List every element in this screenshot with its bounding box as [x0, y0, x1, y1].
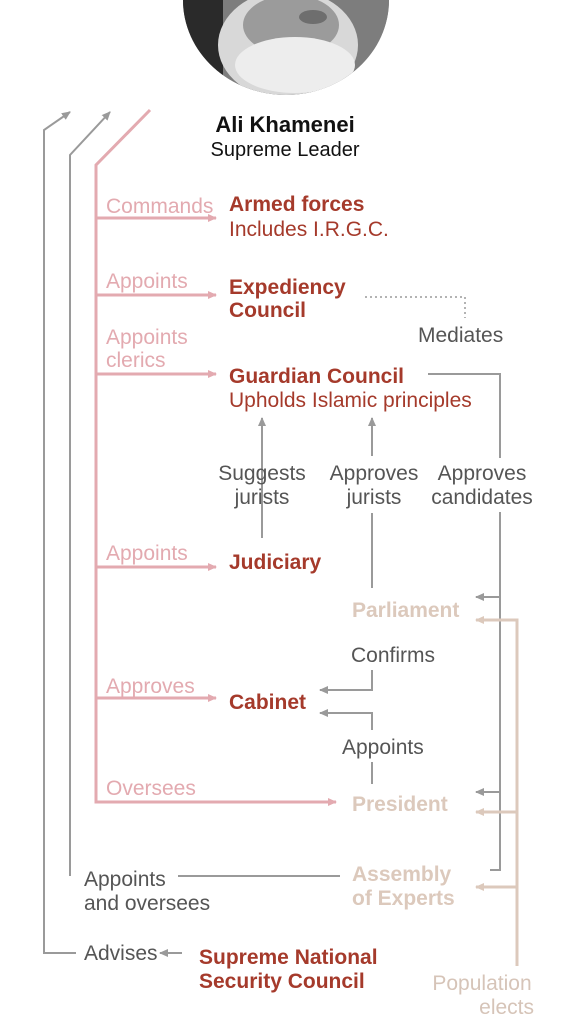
leader-title: Supreme Leader	[210, 139, 360, 161]
relation-appoints-oversees-line1: Appoints	[84, 868, 166, 891]
snsc-line2: Security Council	[199, 970, 365, 993]
relation-approves-cabinet: Approves	[106, 675, 195, 698]
relation-suggests-jurists-line2: jurists	[234, 486, 290, 509]
relation-approves-candidates-line2: candidates	[431, 486, 533, 509]
feedback-lines	[43, 111, 340, 957]
leader-trunk	[94, 108, 337, 806]
relation-confirms: Confirms	[351, 644, 436, 667]
relation-appoints-clerics-line1: Appoints	[106, 326, 188, 349]
armed-forces-sub: Includes I.R.G.C.	[229, 218, 389, 241]
armed-forces-name: Armed forces	[229, 193, 365, 216]
portrait-illustration	[183, 0, 389, 95]
relation-advises: Advises	[84, 942, 158, 965]
relation-suggests-jurists-line1: Suggests	[218, 462, 306, 485]
relation-president-appoints: Appoints	[342, 736, 424, 759]
relation-oversees-president: Oversees	[106, 777, 196, 800]
guardian-council-sub: Upholds Islamic principles	[229, 389, 472, 412]
relation-appoints-clerics-line2: clerics	[106, 349, 166, 372]
relation-appoints-oversees-line2: and oversees	[84, 892, 211, 915]
relation-approves-jurists-line1: Approves	[329, 462, 419, 485]
population-lines	[475, 616, 519, 966]
expediency-council-line2: Council	[229, 299, 306, 322]
cabinet-lines	[319, 670, 373, 784]
leader-name: Ali Khamenei	[215, 112, 355, 137]
relation-appoints-judiciary: Appoints	[106, 542, 188, 565]
president-name: President	[352, 793, 448, 816]
parliament-name: Parliament	[352, 599, 460, 622]
assembly-line2: of Experts	[352, 887, 455, 910]
guardian-lines	[258, 373, 501, 871]
guardian-council-name: Guardian Council	[229, 365, 405, 388]
population-elects-line1: Population	[432, 972, 532, 995]
judiciary-name: Judiciary	[229, 551, 322, 574]
relation-approves-candidates-line1: Approves	[437, 462, 527, 485]
relation-mediates: Mediates	[418, 324, 504, 347]
assembly-line1: Assembly	[352, 863, 452, 886]
mediates-line	[365, 296, 466, 318]
population-elects-line2: elects	[479, 996, 534, 1019]
relation-appoints-expediency: Appoints	[106, 270, 188, 293]
expediency-council-line1: Expediency	[229, 276, 346, 299]
cabinet-name: Cabinet	[229, 691, 307, 714]
snsc-line1: Supreme National	[199, 946, 378, 969]
relation-commands: Commands	[106, 195, 214, 218]
relation-approves-jurists-line2: jurists	[346, 486, 402, 509]
leader-portrait	[183, 0, 389, 95]
